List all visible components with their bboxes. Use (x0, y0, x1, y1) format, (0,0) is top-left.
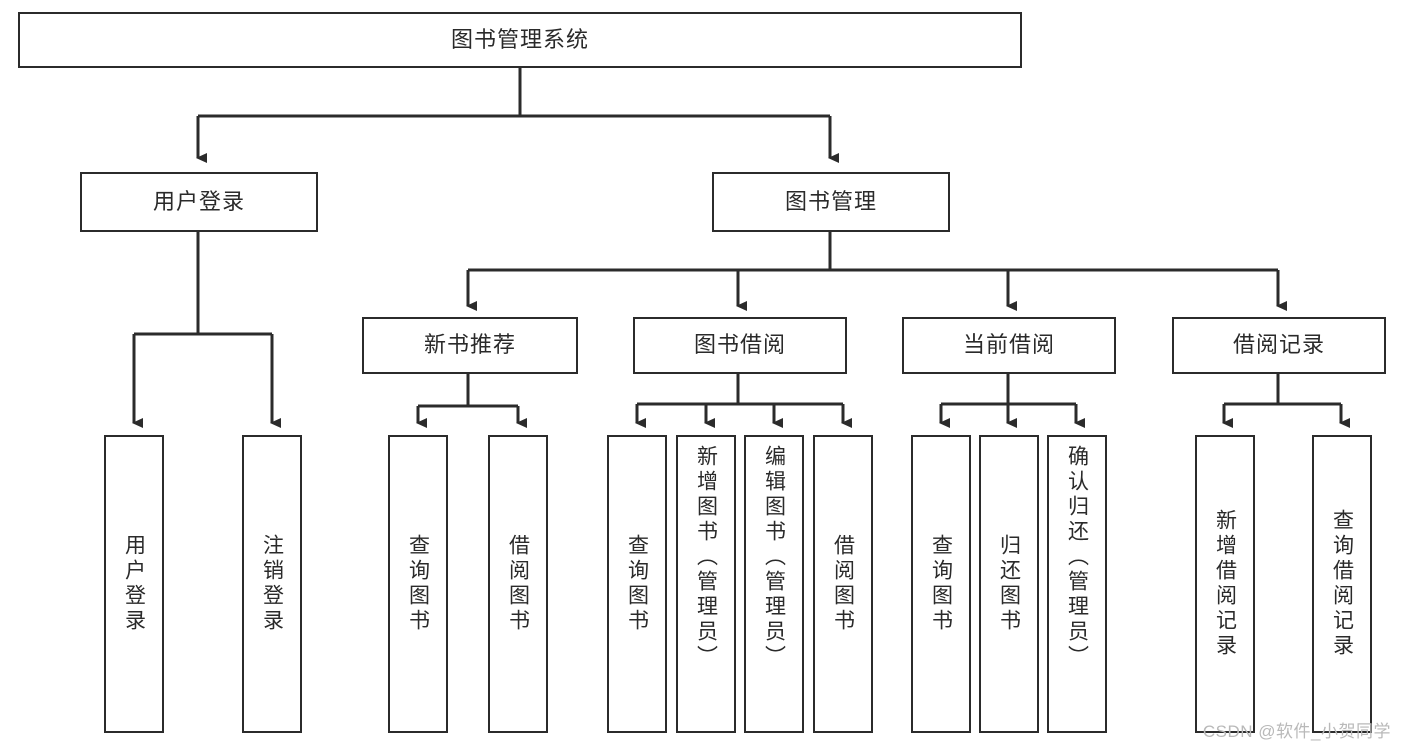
leaf-user-login-logout-label: 注销登录 (260, 534, 284, 634)
leaf-user-login-login-label: 用户登录 (122, 534, 146, 634)
leaf-book-borrow-add-label: 新增图书（管理员） (694, 445, 718, 670)
leaf-book-borrow-borrow-label: 借阅图书 (831, 534, 855, 634)
leaf-user-login-logout[interactable]: 注销登录 (242, 435, 302, 733)
node-current-borrow[interactable]: 当前借阅 (902, 317, 1116, 374)
node-book-manage[interactable]: 图书管理 (712, 172, 950, 232)
leaf-new-book-borrow-label: 借阅图书 (506, 534, 530, 634)
leaf-borrow-record-query-label: 查询借阅记录 (1330, 509, 1354, 659)
node-book-borrow-label: 图书借阅 (693, 332, 786, 358)
node-current-borrow-label: 当前借阅 (962, 332, 1055, 358)
node-new-book-recommend[interactable]: 新书推荐 (362, 317, 578, 374)
leaf-current-borrow-return-label: 归还图书 (997, 534, 1021, 634)
leaf-new-book-query[interactable]: 查询图书 (388, 435, 448, 733)
leaf-current-borrow-confirm[interactable]: 确认归还（管理员） (1047, 435, 1107, 733)
leaf-book-borrow-query[interactable]: 查询图书 (607, 435, 667, 733)
node-book-manage-label: 图书管理 (784, 188, 877, 214)
node-book-borrow[interactable]: 图书借阅 (633, 317, 847, 374)
node-user-login-label: 用户登录 (152, 188, 245, 214)
leaf-user-login-login[interactable]: 用户登录 (104, 435, 164, 733)
leaf-book-borrow-edit[interactable]: 编辑图书（管理员） (744, 435, 804, 733)
leaf-current-borrow-confirm-label: 确认归还（管理员） (1065, 445, 1089, 670)
leaf-book-borrow-add[interactable]: 新增图书（管理员） (676, 435, 736, 733)
node-borrow-record[interactable]: 借阅记录 (1172, 317, 1386, 374)
node-new-book-recommend-label: 新书推荐 (423, 332, 516, 358)
leaf-new-book-borrow[interactable]: 借阅图书 (488, 435, 548, 733)
leaf-borrow-record-query[interactable]: 查询借阅记录 (1312, 435, 1372, 733)
leaf-borrow-record-add[interactable]: 新增借阅记录 (1195, 435, 1255, 733)
node-borrow-record-label: 借阅记录 (1232, 332, 1325, 358)
leaf-current-borrow-query[interactable]: 查询图书 (911, 435, 971, 733)
leaf-book-borrow-query-label: 查询图书 (625, 534, 649, 634)
leaf-current-borrow-query-label: 查询图书 (929, 534, 953, 634)
leaf-borrow-record-add-label: 新增借阅记录 (1213, 509, 1237, 659)
leaf-new-book-query-label: 查询图书 (406, 534, 430, 634)
node-user-login[interactable]: 用户登录 (80, 172, 318, 232)
leaf-current-borrow-return[interactable]: 归还图书 (979, 435, 1039, 733)
leaf-book-borrow-borrow[interactable]: 借阅图书 (813, 435, 873, 733)
node-root-label: 图书管理系统 (450, 26, 589, 52)
leaf-book-borrow-edit-label: 编辑图书（管理员） (762, 445, 786, 670)
node-root[interactable]: 图书管理系统 (18, 12, 1022, 68)
